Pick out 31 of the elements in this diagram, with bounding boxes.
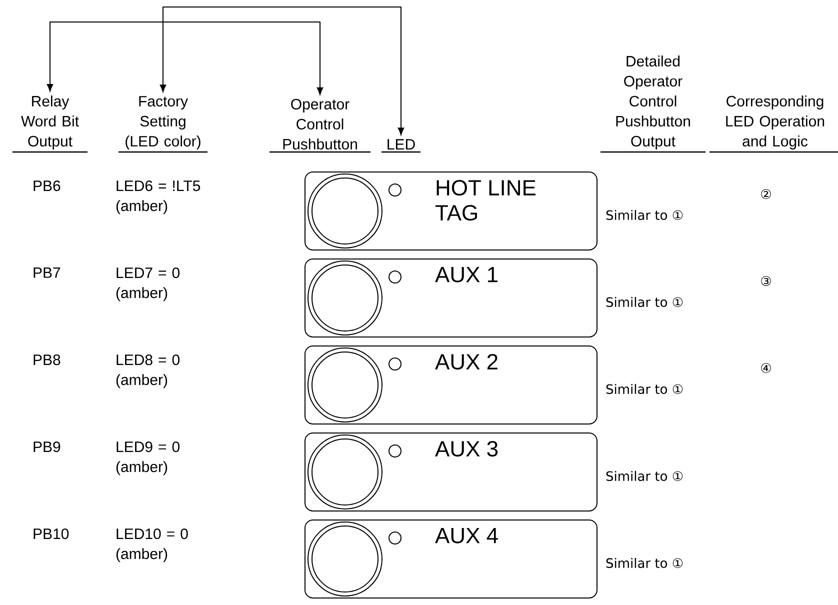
reference-text: Similar to ① <box>606 210 683 220</box>
column-header: Operator Control Pushbutton <box>270 98 370 153</box>
pushbutton-panel: AUX 4 <box>304 519 598 598</box>
setting-text: LED10 = 0 (amber) <box>116 528 188 562</box>
reference-text: Similar to ① <box>606 470 683 482</box>
row-label: PB7 <box>34 268 60 278</box>
callout-number: ② <box>761 189 771 199</box>
reference-text: Similar to ① <box>606 384 683 394</box>
callout-number: ④ <box>761 363 771 373</box>
setting-text: LED7 = 0 (amber) <box>116 267 180 302</box>
row-label: PB10 <box>34 528 69 540</box>
row-label: PB9 <box>34 441 60 452</box>
setting-text: LED8 = 0 (amber) <box>116 354 180 388</box>
setting-text: LED9 = 0 (amber) <box>116 441 180 476</box>
pushbutton-panel: AUX 3 <box>304 432 598 512</box>
column-header: Corresponding LED Operation and Logic <box>710 96 838 153</box>
arrow <box>160 6 404 136</box>
setting-text: LED6 = !LT5 (amber) <box>116 180 200 214</box>
reference-text: Similar to ① <box>606 296 683 308</box>
row-label: PB6 <box>34 180 60 192</box>
pushbutton-panel: AUX 2 <box>304 345 598 424</box>
pushbutton-panel: HOT LINE TAG <box>304 172 598 250</box>
row-label: PB8 <box>34 354 60 366</box>
pushbutton-panel: AUX 1 <box>304 258 598 338</box>
column-header: Factory Setting (LED color) <box>118 96 208 153</box>
callout-number: ③ <box>761 276 771 286</box>
column-header: Relay Word Bit Output <box>12 96 88 153</box>
column-header: LED <box>382 139 420 153</box>
column-header: Detailed Operator Control Pushbutton Output <box>600 56 706 153</box>
reference-text: Similar to ① <box>606 558 683 568</box>
arrow <box>46 22 324 95</box>
